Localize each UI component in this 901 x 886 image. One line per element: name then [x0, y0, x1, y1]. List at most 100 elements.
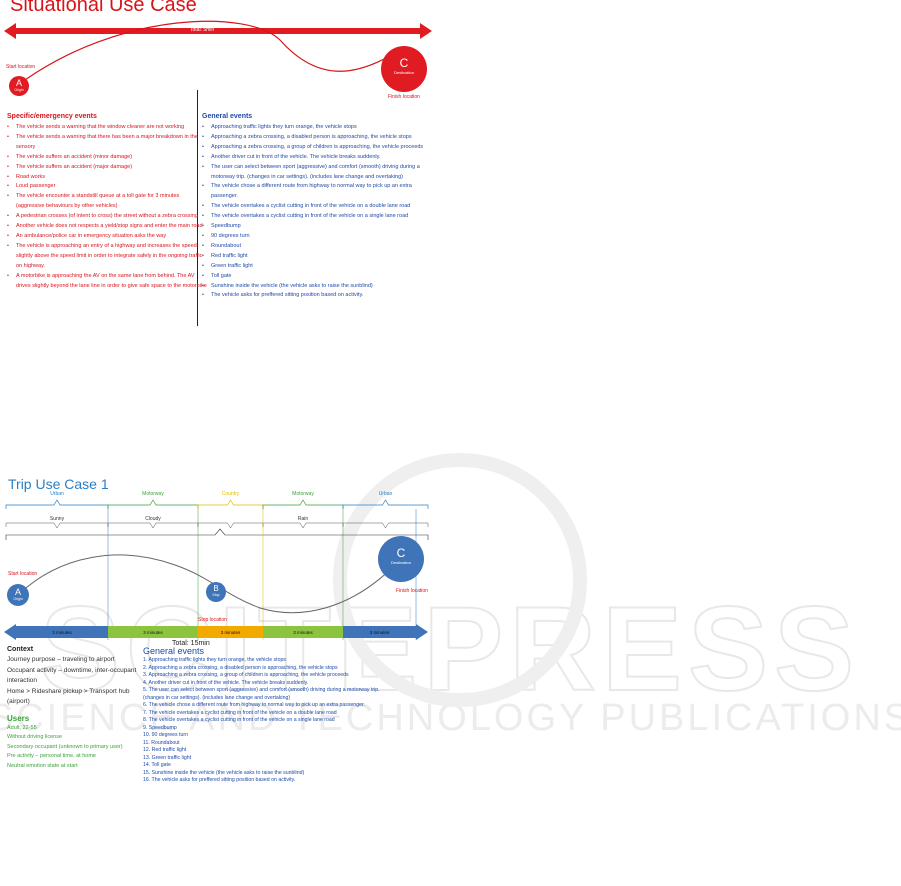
- context-line: Journey purpose – traveling to airport: [7, 656, 115, 663]
- trip-event-item: 13. Green traffic light: [143, 754, 192, 761]
- weather-bracket: [262, 522, 344, 529]
- users-line: Pre activity – personal time, at home: [7, 753, 96, 760]
- event-item: Approaching a zebra crossing, a group of…: [202, 143, 423, 153]
- trip-start-label: Start location: [8, 571, 38, 577]
- event-item: The vehicle overtakes a cyclist cutting …: [202, 202, 423, 212]
- event-item: An ambulance/police car in emergency sit…: [7, 232, 207, 242]
- event-item: Road works: [7, 173, 207, 183]
- weather-label: Sunny: [50, 516, 65, 522]
- event-item: The vehicle suffers an accident (minor d…: [7, 153, 207, 163]
- general-events-list: Approaching traffic lights they turn ora…: [202, 123, 423, 301]
- users-line: Neutral emotion state at start: [7, 762, 78, 769]
- event-item: slightly above the speed limit in order …: [16, 252, 203, 259]
- road-type-bracket: [197, 499, 264, 509]
- weather-bracket: [197, 522, 264, 529]
- weather-bracket: [5, 522, 109, 529]
- event-item: Loud passenger: [7, 182, 207, 192]
- specific-events-heading: Specific/emergency events: [7, 113, 97, 120]
- event-item: passenger.: [211, 193, 238, 200]
- trip-arrow-left: [4, 624, 16, 640]
- road-type-label: Urban: [379, 491, 393, 497]
- situational-timeline: [4, 20, 432, 86]
- users-line: Adult, 22-55: [7, 725, 37, 731]
- segment-bar: [108, 626, 198, 638]
- weather-label: Rain: [298, 516, 309, 522]
- trip-event-item: 7. The vehicle overtakes a cyclist cutti…: [143, 709, 337, 716]
- trip-total-label: Total: 15min: [172, 640, 210, 647]
- trip-event-item: 3. Approaching a zebra crossing, a group…: [143, 672, 349, 678]
- segment-bar: [263, 626, 343, 638]
- event-item: motorway trip. (changes in car settings)…: [211, 173, 403, 180]
- start-location-label: Start location: [6, 64, 36, 70]
- trip-event-item: 4. Another driver cut in front of the ve…: [143, 679, 309, 686]
- trip-node-c-letter: C: [396, 546, 406, 560]
- event-item: The vehicle chose a different route from…: [202, 182, 423, 192]
- weather-brackets: Sunny Cloudy Rain: [5, 516, 429, 529]
- road-type-label: Urban: [50, 491, 64, 497]
- segment-label: 3 minutes: [293, 630, 313, 635]
- node-c-letter: C: [399, 56, 409, 70]
- users-line: Without driving license: [7, 734, 63, 741]
- trip-node-a-letter: A: [14, 587, 21, 597]
- trip-node-a-sub: Origin: [13, 597, 23, 601]
- event-item: Approaching traffic lights they turn ora…: [202, 123, 423, 133]
- route-curve: [17, 20, 401, 86]
- trip-event-item: 2. Approaching a zebra crossing, a disab…: [143, 664, 338, 671]
- finish-location-label: Finish location: [388, 94, 420, 100]
- event-item: 90 degrees turn: [202, 232, 423, 242]
- segment-bar: [16, 626, 108, 638]
- trip-node-a: A Origin: [7, 584, 29, 606]
- event-item: Sunshine inside the vehicle (the vehicle…: [202, 282, 423, 292]
- node-c-destination: C Destination: [381, 46, 427, 92]
- event-item: (aggressive behaviours by other vehicles…: [16, 203, 118, 210]
- event-item: The vehicle asks for preffered sitting p…: [202, 291, 423, 301]
- situational-title: Situational Use Case: [10, 0, 197, 16]
- context-line: (airport): [7, 698, 30, 705]
- context-line: Occupant activity – downtime, inter-occu…: [7, 666, 137, 674]
- event-item: sensory: [16, 143, 36, 150]
- trip-node-b: B Stop: [206, 582, 226, 602]
- event-item: Another vehicle does not respects a yiel…: [7, 222, 207, 232]
- trip-finish-label: Finish location: [396, 588, 428, 594]
- trip-arrow-right: [416, 624, 428, 640]
- node-a-sub: Origin: [14, 88, 24, 92]
- trip-event-item: 6. The vehicle chose a different route f…: [143, 702, 365, 708]
- total-arrow: [4, 23, 432, 39]
- segment-label: 3 minutes: [143, 630, 163, 635]
- node-a-letter: A: [15, 78, 22, 88]
- event-item: The vehicle encounter a standstill queue…: [7, 192, 207, 202]
- event-item: Approaching a zebra crossing, a disabled…: [202, 133, 423, 143]
- segment-label: 3 minutes: [370, 630, 390, 635]
- context-line: Home > Rideshare pickup > Transport hub: [7, 687, 130, 695]
- event-item: The vehicle is approaching an entry of a…: [7, 242, 207, 252]
- general-events-heading: General events: [202, 113, 253, 120]
- segment-label: 3 minutes: [52, 630, 72, 635]
- weather-bracket: [342, 522, 429, 529]
- segment-dividers: [107, 509, 417, 640]
- event-item: The user can select between sport (aggre…: [202, 163, 423, 173]
- event-item: Red traffic light: [202, 252, 423, 262]
- overall-bracket: [5, 528, 429, 540]
- event-item: Roundabout: [202, 242, 423, 252]
- trip-event-item: 5. The user can select between sport (ag…: [143, 687, 380, 693]
- users-heading: Users: [7, 714, 30, 723]
- event-item: A motorbike is approaching the AV on the…: [7, 272, 207, 282]
- road-type-bracket: [342, 499, 429, 509]
- weather-label: Cloudy: [145, 516, 161, 522]
- trip-event-item: 12. Red traffic light: [143, 747, 187, 753]
- road-type-bracket: [107, 499, 199, 509]
- event-item: The vehicle sends a warning that the win…: [7, 123, 207, 133]
- road-type-bracket: [262, 499, 344, 509]
- event-item: Green traffic light: [202, 262, 423, 272]
- road-type-label: Motorway: [292, 491, 314, 497]
- event-item: drives slightly beyond the lane line in …: [16, 282, 207, 289]
- event-item: Another driver cut in front of the vehic…: [202, 153, 423, 163]
- trip-stop-label: Stop location: [198, 617, 227, 623]
- road-type-bracket: [5, 499, 109, 509]
- trip-general-heading: General events: [143, 646, 205, 656]
- event-item: on highway.: [16, 262, 45, 269]
- segment-bar: [198, 626, 263, 638]
